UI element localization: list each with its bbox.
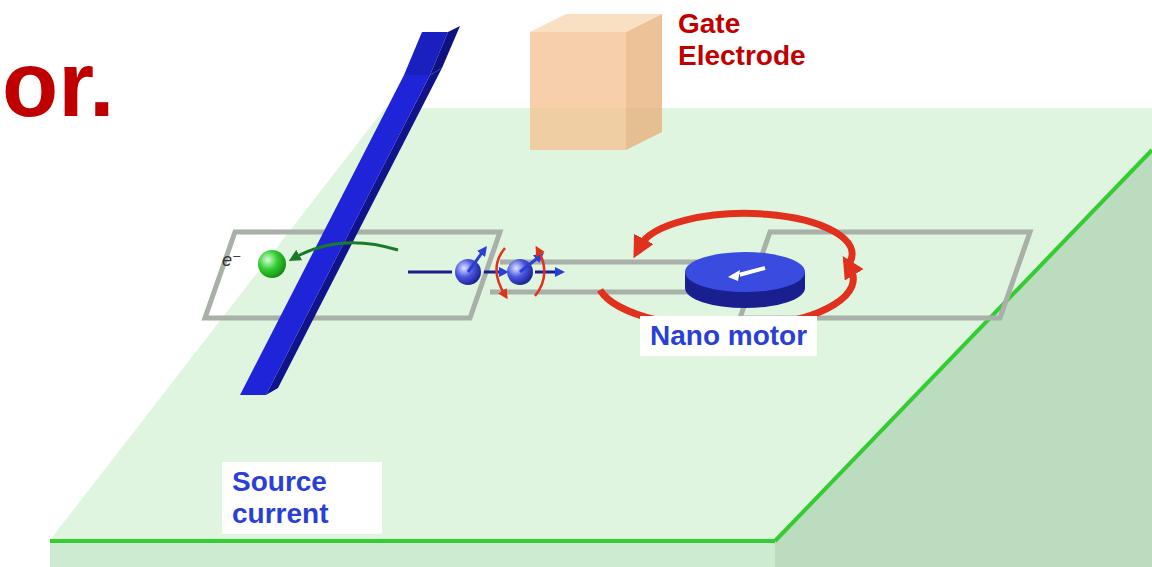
substrate xyxy=(50,108,1152,567)
electron-label: e⁻ xyxy=(222,250,242,271)
cut-title-text: or. xyxy=(2,32,114,138)
source-label: Source current xyxy=(222,462,382,534)
electron xyxy=(258,250,286,278)
spin-electrons xyxy=(408,248,560,296)
motor-label: Nano motor xyxy=(640,316,817,356)
source-electrode xyxy=(240,26,460,395)
nano-motor xyxy=(600,213,853,327)
gate-label: Gate Electrode xyxy=(668,4,868,76)
gate-electrode xyxy=(530,14,662,150)
electron-path xyxy=(294,243,398,258)
